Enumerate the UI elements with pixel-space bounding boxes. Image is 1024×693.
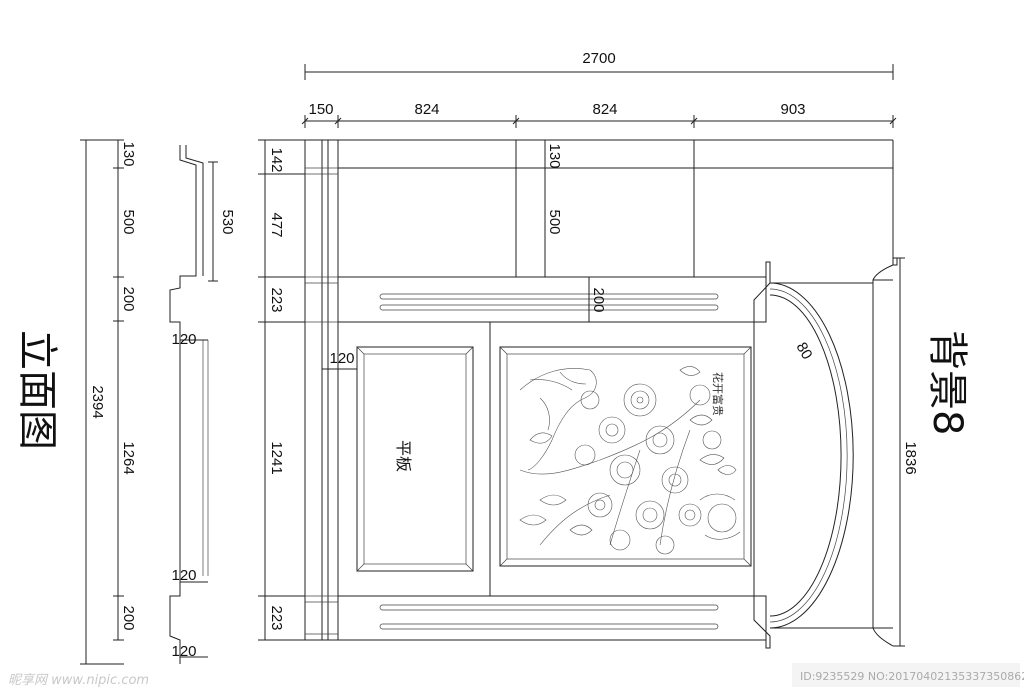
dim-profile-offset-3: 120 [171, 643, 196, 660]
watermark-left: 昵享网 www.nipic.com [8, 672, 149, 688]
dim-seg-2: 824 [414, 101, 439, 118]
dim-inner-mid: 500 [546, 209, 563, 234]
dim-left-2: 500 [120, 209, 137, 234]
elevation-frame: 平板 [304, 139, 898, 649]
dim-seg-1: 150 [308, 101, 333, 118]
carved-peony-relief: 花开富贵 [519, 366, 741, 555]
dim-left-4: 1264 [120, 441, 137, 474]
dim-main-1: 142 [268, 147, 285, 172]
left-dimension-chain: 2394 130 500 200 1264 200 [80, 139, 137, 665]
elevation-title: 立面图 [14, 330, 60, 450]
dim-profile-offset-1: 120 [171, 331, 196, 348]
dim-inner-top: 130 [546, 143, 563, 168]
main-dimension-chain: 142 477 223 1241 223 [258, 139, 305, 641]
dim-profile-offset-2: 120 [171, 567, 196, 584]
dim-seg-4: 903 [780, 101, 805, 118]
dim-profile-height: 530 [219, 209, 236, 234]
dim-inner-rail: 200 [590, 287, 607, 312]
panel-label: 平板 [394, 440, 413, 472]
dim-main-4: 1241 [268, 441, 285, 474]
dim-frame-offset: 120 [329, 350, 354, 367]
dim-left-3: 200 [120, 286, 137, 311]
panel-inscription: 花开富贵 [711, 372, 725, 416]
dim-left-5: 200 [120, 605, 137, 630]
top-dimensions: 2700 150 824 824 903 [301, 50, 897, 128]
dim-left-1: 130 [120, 141, 137, 166]
watermark-right-bg [792, 663, 1020, 687]
inner-dimensions: 130 500 200 120 80 1836 [321, 139, 919, 647]
dim-arch-height: 1836 [902, 441, 919, 474]
dim-main-3: 223 [268, 287, 285, 312]
scene-title: 背景8 [924, 330, 970, 435]
peony-blooms [574, 383, 722, 555]
dim-left-total: 2394 [89, 385, 106, 418]
dim-overall-width: 2700 [582, 50, 615, 67]
dim-seg-3: 824 [592, 101, 617, 118]
dim-arch-profile: 80 [793, 340, 816, 363]
moulding-profile: 530 120 120 120 [169, 145, 236, 664]
watermark-right: ID:9235529 NO:20170402135337350862 [800, 670, 1024, 683]
dim-main-2: 477 [268, 212, 285, 237]
dim-main-5: 223 [268, 605, 285, 630]
